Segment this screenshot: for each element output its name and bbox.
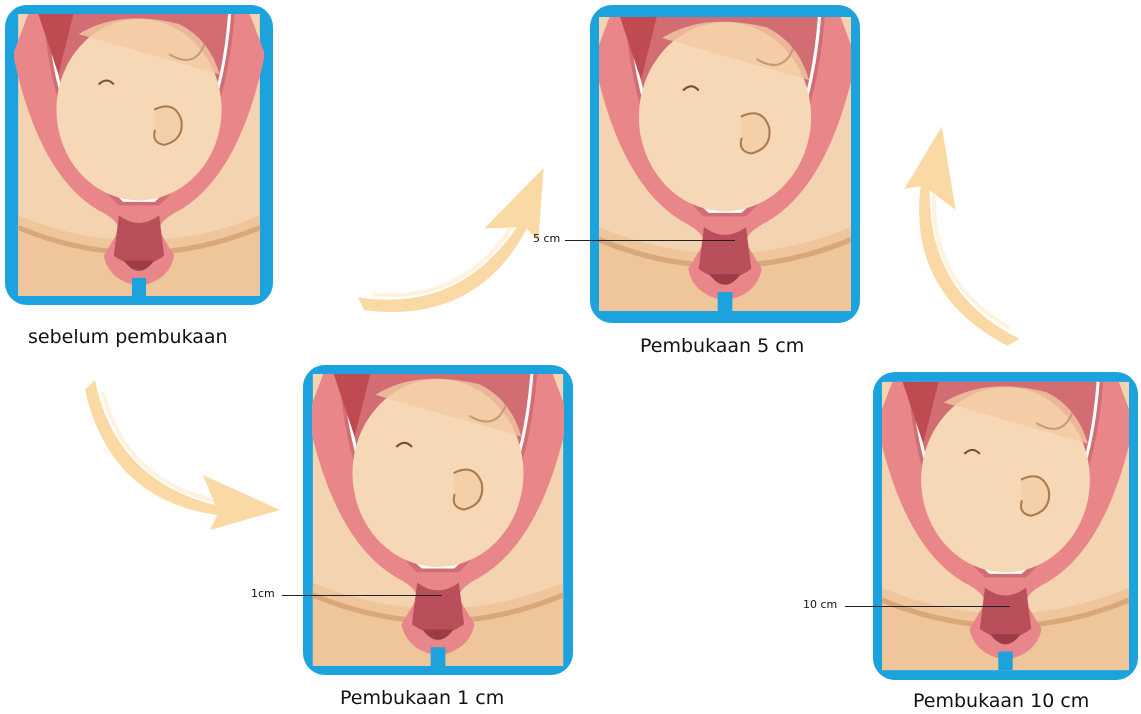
curved-arrow-icon [85, 360, 285, 530]
uterus-illustration [14, 14, 264, 296]
curved-arrow-icon [336, 112, 564, 358]
curved-arrow-icon [872, 116, 1088, 353]
stage-1cm-caption: Pembukaan 1 cm [340, 687, 504, 709]
stage-10cm-leader [845, 606, 1010, 607]
stage-5cm-frame [590, 5, 860, 323]
uterus-illustration [312, 374, 564, 666]
stage-1cm-measure: 1cm [251, 587, 275, 600]
stage-1cm-leader [282, 595, 442, 596]
stage-1cm-frame [303, 365, 573, 675]
stage-10cm-caption: Pembukaan 10 cm [913, 690, 1089, 712]
stage-10cm-measure: 10 cm [803, 598, 837, 611]
stage-before-caption: sebelum pembukaan [28, 326, 228, 348]
stage-5cm-caption: Pembukaan 5 cm [640, 335, 804, 357]
stage-before-frame [5, 5, 273, 305]
stage-5cm-leader [565, 240, 735, 241]
stage-5cm-measure: 5 cm [533, 232, 560, 245]
stage-10cm-frame [873, 372, 1138, 680]
uterus-illustration [599, 14, 851, 314]
uterus-illustration [882, 381, 1129, 671]
